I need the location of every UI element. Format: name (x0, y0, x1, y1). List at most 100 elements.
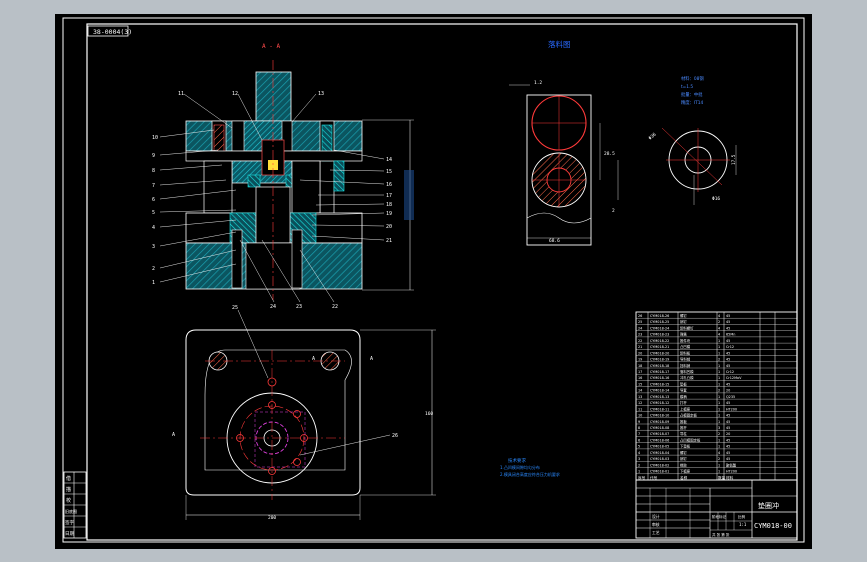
plan-view: 200 160 A A A 25 26 (172, 305, 436, 521)
bom-cell: 45 (726, 445, 730, 449)
bom-cell: 23 (638, 333, 642, 337)
bom-cell: 推件块 (680, 338, 691, 343)
callout: 8 (152, 168, 155, 174)
bom-cell: CYM018-16 (650, 376, 669, 380)
bom-header-cell: 序号 (638, 475, 646, 480)
bom-cell: 11 (638, 407, 642, 411)
callout: 10 (152, 135, 158, 141)
bom-cell: 下模座 (680, 469, 691, 474)
bom-cell: 1 (718, 382, 720, 386)
bom-cell: 垫板 (680, 381, 687, 386)
inner-border (86, 23, 798, 541)
bom-cell: CYM018-23 (650, 333, 669, 337)
bom-cell: Cr12 (726, 345, 734, 349)
tech-note: 2.模具闭合高度应符合压力机要求 (500, 471, 560, 477)
bom-cell: 1 (718, 407, 720, 411)
bom-cell: 45 (726, 358, 730, 362)
part-outer: Φ36 (647, 132, 657, 142)
drawing-sheet (55, 14, 812, 549)
bom-cell: 1 (718, 420, 720, 424)
bom-cell: 8 (638, 426, 640, 430)
bom-cell: 14 (638, 389, 642, 393)
callout: 18 (386, 202, 392, 208)
bom-cell: 45 (726, 401, 730, 405)
bom-cell: 挡料销 (680, 363, 691, 368)
bom-cell: Cr12MoV (726, 376, 742, 380)
bom-cell: 45 (726, 451, 730, 455)
strip-layout: 落料图 1.2 28.5 68.6 2 (509, 39, 619, 246)
stamp-text: 校 (66, 497, 71, 504)
bom-cell: 17 (638, 370, 642, 374)
bom-cell: Cr12 (726, 370, 734, 374)
bom-cell: HT200 (726, 470, 737, 474)
bom-cell: 45 (726, 420, 730, 424)
bom-cell: 螺钉 (680, 450, 687, 455)
bom-cell: CYM018-11 (650, 407, 669, 411)
bom-header-cell: 数量 (718, 475, 726, 480)
bom-header-cell: 代号 (650, 475, 658, 480)
part-height: 17.5 (731, 154, 737, 165)
bom-cell: CYM018-25 (650, 320, 669, 324)
bom-cell: 2 (718, 320, 720, 324)
bom-cell: 弹簧 (680, 332, 687, 337)
bom-cell: 4 (718, 314, 720, 318)
title-sheet: 共 张 第 张 (712, 532, 730, 537)
bom-cell: 4 (638, 451, 640, 455)
bom-cell: HT200 (726, 407, 737, 411)
callout: 20 (386, 224, 392, 230)
bom-cell: 1 (718, 351, 720, 355)
bom-cell: 45 (726, 426, 730, 430)
bom-cell: CYM018-01 (650, 470, 669, 474)
bom-cell: 9 (638, 420, 640, 424)
bom-cell: 22 (638, 339, 642, 343)
bom-cell: 螺钉 (680, 313, 687, 318)
bom-cell: Q235 (726, 395, 735, 399)
callout: 1 (152, 280, 155, 286)
left-stamp-table: 借 描 校 旧底图 签字 日期 (63, 471, 87, 539)
section-mark: A (312, 356, 315, 362)
bom-cell: 推板 (680, 419, 687, 424)
bom-cell: 聚氨酯 (726, 462, 737, 467)
bom-cell: CYM018-17 (650, 370, 669, 374)
callout: 11 (178, 91, 184, 97)
callout: 21 (386, 238, 392, 244)
bom-cell: 落料凹模 (680, 369, 694, 374)
bom-cell: 21 (638, 345, 642, 349)
bom-cell: 1 (718, 345, 720, 349)
bom-cell: CYM018-06 (650, 438, 669, 442)
bom-cell: 1 (718, 395, 720, 399)
callout: 24 (270, 304, 276, 310)
part-note: 材料：08钢 (681, 75, 704, 82)
part-drawing: 材料：08钢 t=1.5 批量：中批 精度：IT14 Φ36 17.5 Φ16 (647, 75, 737, 205)
leader-lines (159, 93, 385, 303)
callout: 12 (232, 91, 238, 97)
outer-border (62, 17, 805, 543)
bom-cell: 20 (726, 389, 730, 393)
bom-cell: 1 (718, 339, 720, 343)
callout: 16 (386, 182, 392, 188)
bom-cell: 45 (726, 339, 730, 343)
bom-cell: 5 (638, 445, 640, 449)
bom-cell: 45 (726, 457, 730, 461)
callout: 14 (386, 157, 392, 163)
bom-cell: 导套 (680, 388, 687, 393)
bom-cell: 1 (718, 463, 720, 467)
part-note: t=1.5 (681, 84, 693, 90)
bom-cell: 销钉 (680, 456, 687, 461)
bom-cell: 26 (638, 314, 642, 318)
bom-cell: CYM018-02 (650, 463, 669, 467)
bom-cell: 1 (718, 364, 720, 368)
bom-cell: CYM018-09 (650, 420, 669, 424)
part-inner: Φ16 (712, 196, 720, 202)
callout: 26 (392, 433, 398, 439)
bom-cell: 导柱 (680, 431, 687, 436)
bom-cell: 凸模固定板 (680, 413, 698, 418)
bom-cell: 10 (638, 414, 642, 418)
bom-cell: 18 (638, 364, 642, 368)
title-tag-box (87, 25, 129, 37)
bom-header-cell: 名称 (680, 475, 688, 480)
bom-cell: 45 (726, 326, 730, 330)
part-note: 批量：中批 (681, 91, 703, 98)
